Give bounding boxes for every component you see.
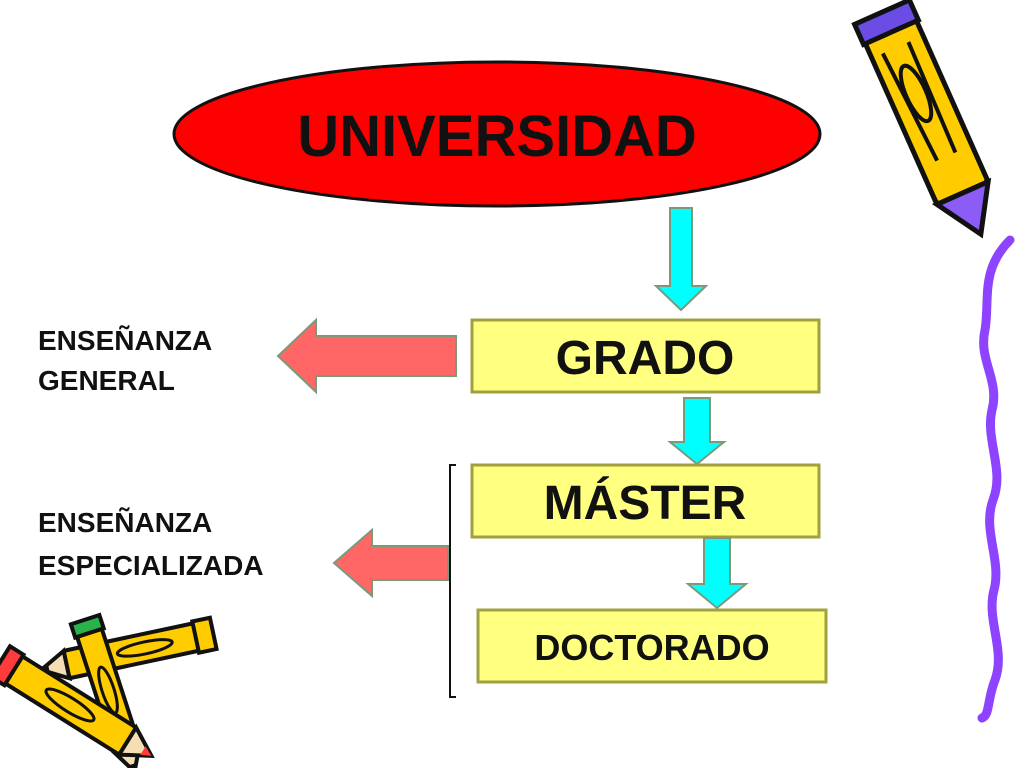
pencil-icon [36,615,219,682]
universidad-ellipse [172,60,822,208]
master-label: MÁSTER [544,476,747,530]
grouping-bracket [449,464,456,698]
grado-label: GRADO [556,332,735,385]
down-arrow-3 [685,537,749,610]
down-arrow-2 [667,397,727,466]
left-arrow-especializada [332,527,449,599]
universidad-label: UNIVERSIDAD [297,104,697,169]
wavy-border-line [977,235,1015,723]
left-arrow-general [276,317,457,395]
especializada-label-line-1: ENSEÑANZA [38,507,212,538]
down-arrow-1 [653,207,709,312]
doctorado-label: DOCTORADO [534,627,769,668]
master-box [470,463,821,539]
especializada-label-line-2: ESPECIALIZADA [38,550,264,581]
doctorado-box [476,608,828,684]
pencil-icon [0,643,155,759]
pencil-icon [851,0,992,239]
grado-box [470,318,821,394]
general-label-line-1: ENSEÑANZA [38,325,212,356]
general-label-line-2: GENERAL [38,365,175,396]
